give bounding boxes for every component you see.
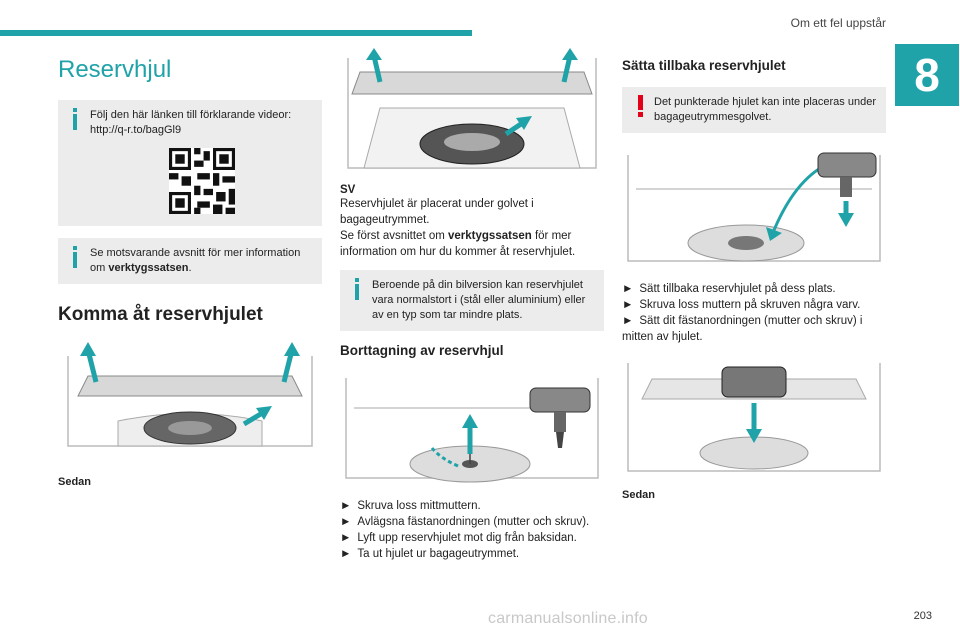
column-1: Reservhjul Följ den här länken till förk… (58, 48, 322, 494)
chapter-number: 8 (895, 44, 959, 106)
note-text: Följ den här länken till förklarande vid… (90, 109, 292, 136)
list-item: ►Ta ut hjulet ur bagageutrymmet. (340, 548, 520, 560)
illustration-caption: Sedan (58, 476, 92, 488)
warning-icon (638, 95, 643, 117)
trunk-illustration-open-floor (67, 342, 313, 447)
info-icon (355, 278, 359, 300)
illustration-caption: Sedan (622, 489, 656, 501)
info-note-video: Följ den här länken till förklarande vid… (58, 100, 322, 226)
removal-illustration (345, 378, 599, 483)
list-item: ►Skruva loss mittmuttern. (340, 500, 481, 512)
warning-note: Det punkterade hjulet kan inte placeras … (622, 87, 886, 133)
list-item: ►Sätt tillbaka reservhjulet på dess plat… (622, 283, 836, 295)
variant-label: SV (340, 184, 356, 196)
info-note-wheel-type: Beroende på din bilversion kan reservhju… (340, 270, 604, 331)
body-text-location: Reservhjulet är placerat under golvet i … (340, 198, 534, 226)
column-3: Sätta tillbaka reservhjulet Det punktera… (622, 48, 886, 507)
page-number: 203 (913, 610, 932, 622)
column-2: SV Reservhjulet är placerat under golvet… (340, 48, 604, 562)
info-icon (73, 108, 77, 130)
header-accent-bar (0, 30, 472, 36)
section-title-removal: Borttagning av reservhjul (340, 343, 504, 358)
section-title-access: Komma åt reservhjulet (58, 304, 263, 325)
list-item: ►Avlägsna fästanordningen (mutter och sk… (340, 516, 590, 528)
running-title: Om ett fel uppstår (790, 16, 886, 30)
refit-illustration-sedan (627, 363, 881, 472)
watermark: carmanualsonline.info (488, 610, 648, 627)
refit-steps: ►Sätt tillbaka reservhjulet på dess plat… (622, 281, 886, 345)
list-item: ►Lyft upp reservhjulet mot dig från baks… (340, 532, 577, 544)
info-note-toolkit: Se motsvarande avsnitt för mer informati… (58, 238, 322, 284)
refit-illustration (627, 152, 881, 262)
qr-code-icon[interactable] (169, 148, 235, 214)
list-item: ►Skruva loss muttern på skruven några va… (622, 299, 861, 311)
page-title: Reservhjul (58, 56, 172, 83)
list-item: ►Sätt dit fästanordningen (mutter och sk… (622, 315, 863, 343)
body-text-toolkit: Se först avsnittet om verktygssatsen för… (340, 230, 576, 258)
removal-steps: ►Skruva loss mittmuttern. ►Avlägsna fäst… (340, 498, 604, 562)
trunk-illustration-spare-wheel (347, 48, 597, 169)
section-title-refit: Sätta tillbaka reservhjulet (622, 58, 786, 73)
info-icon (73, 246, 77, 268)
